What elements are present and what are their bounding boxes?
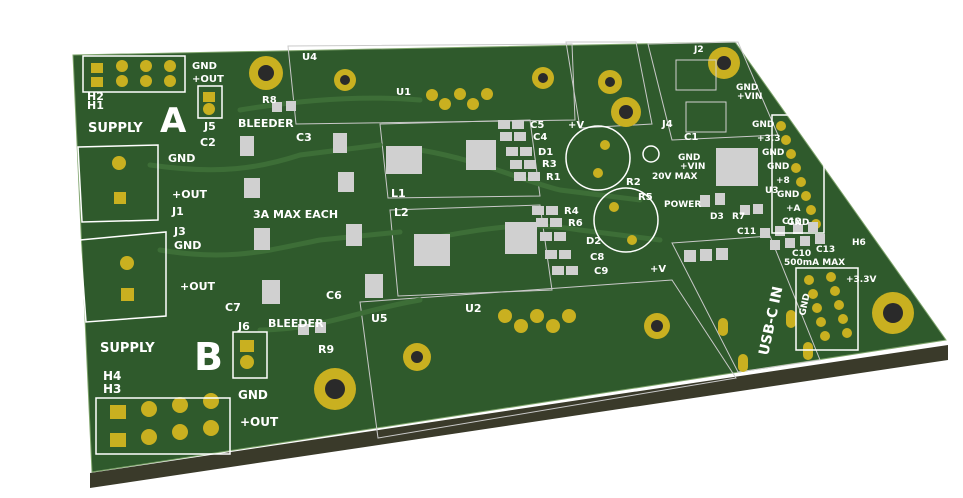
h6-pin-7: +A (786, 204, 801, 214)
v33-label: +3.3V (846, 275, 876, 285)
vin-gnd-label: GND (678, 153, 700, 163)
d3-label: D3 (710, 212, 724, 222)
h6-pin-2: +3.3 (757, 134, 780, 144)
r8-label: R8 (262, 95, 277, 106)
l2-label: L2 (394, 206, 409, 219)
d1-label: D1 (538, 147, 553, 158)
r1-label: R1 (546, 172, 561, 183)
j3-label: J3 (173, 225, 186, 238)
c13-label: C13 (816, 245, 835, 255)
u5-label: U5 (371, 312, 388, 325)
c9-label: C9 (594, 266, 608, 277)
plus-v-top-label: +V (568, 120, 584, 131)
h6-pin-1: GND (752, 120, 774, 130)
c12-label: C12 (782, 217, 801, 227)
header-pins (91, 60, 852, 447)
component-outlines (287, 41, 821, 439)
u1-label: U1 (396, 87, 411, 98)
smd-pads (240, 59, 825, 335)
j2-gnd-label: GND (736, 83, 758, 93)
header-gnd-label: GND (798, 293, 812, 317)
r9-label: R9 (318, 343, 334, 356)
d2-label: D2 (586, 236, 601, 247)
r7-label: R7 (732, 212, 745, 222)
h6-pin-5: +8 (776, 176, 790, 186)
supply-b-letter: B (194, 335, 223, 379)
c2-label: C2 (200, 136, 216, 149)
h2-label: H2 (87, 90, 104, 103)
c4-label: C4 (533, 132, 547, 143)
h6-pin-6: GND (777, 190, 799, 200)
j4-label: J4 (661, 119, 673, 130)
trimmer-outlines (565, 125, 660, 253)
h2-gnd-label: GND (192, 61, 217, 72)
silk-boxes (77, 55, 859, 455)
h1-label: H1 (87, 99, 104, 112)
plus-v-bottom-label: +V (650, 264, 666, 275)
h3-out-label: +OUT (240, 415, 279, 429)
h2-out-label: +OUT (192, 74, 224, 85)
vin-max-label: 20V MAX (652, 172, 698, 182)
j1-gnd-label: GND (168, 152, 195, 165)
u2-label: U2 (465, 302, 482, 315)
j1-label: J1 (171, 205, 184, 218)
u4-label: U4 (302, 52, 317, 63)
usb-slots (718, 310, 813, 372)
j2-vin-label: +VIN (737, 92, 762, 102)
u3-label: U3 (765, 186, 779, 196)
bleeder-a-label: BLEEDER (238, 117, 294, 130)
vin-plus-label: +VIN (680, 162, 705, 172)
r2-label: R2 (626, 177, 641, 188)
board-edge (90, 345, 948, 488)
r4-label: R4 (564, 206, 579, 217)
c5-label: C5 (530, 120, 544, 131)
j2-label: J2 (693, 45, 704, 55)
j3-gnd-label: GND (174, 239, 201, 252)
c6-label: C6 (326, 289, 342, 302)
c7-label: C7 (225, 301, 241, 314)
r3-label: R3 (542, 159, 557, 170)
mounting-holes (249, 47, 914, 410)
j1-out-label: +OUT (172, 188, 208, 201)
h4-label: H4 (103, 369, 121, 383)
supply-b-title: SUPPLY (100, 341, 155, 356)
c3-label: C3 (296, 131, 312, 144)
r5-label: R5 (638, 192, 653, 203)
c11-label: C11 (737, 227, 756, 237)
max-current-label: 3A MAX EACH (253, 208, 338, 221)
h6-pin-3: GND (762, 148, 784, 158)
supply-a-letter: A (160, 101, 187, 141)
c8-label: C8 (590, 252, 604, 263)
h6-label: H6 (852, 238, 866, 248)
h3-gnd-label: GND (238, 388, 268, 402)
c10-label: C10 (792, 249, 811, 259)
c1-label: C1 (684, 132, 698, 143)
current-limit-label: 500mA MAX (784, 258, 845, 268)
h6-pin-8: GND (787, 218, 809, 228)
h6-pin-4: GND (767, 162, 789, 172)
power-label: POWER (664, 200, 701, 210)
j5-label: J5 (203, 120, 216, 133)
j6-label: J6 (237, 320, 250, 333)
h3-label: H3 (103, 382, 121, 396)
r6-label: R6 (568, 218, 583, 229)
supply-a-title: SUPPLY (88, 121, 143, 136)
j3-out-label: +OUT (180, 280, 216, 293)
bleeder-b-label: BLEEDER (268, 317, 324, 330)
l1-label: L1 (391, 187, 406, 200)
